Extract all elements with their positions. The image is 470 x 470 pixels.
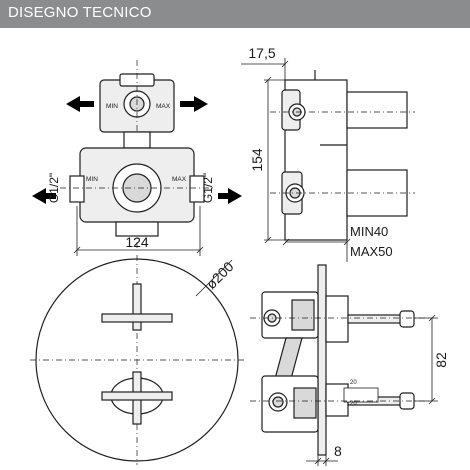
scale-small-1: 20 <box>350 380 357 386</box>
min-depth-text: MIN40 <box>350 224 388 239</box>
side-view-valve <box>270 70 415 241</box>
min-label-bottom: MIN <box>86 176 98 183</box>
handle-spacing-dimension <box>414 314 438 405</box>
width-dim-text: 124 <box>125 234 149 250</box>
min-label-top: MIN <box>106 103 118 110</box>
port-left-label: G1/2" <box>47 173 61 203</box>
diameter-leader <box>195 259 233 297</box>
diameter-text: ø200 <box>203 258 237 292</box>
max-label-top: MAX <box>156 103 171 110</box>
arrow-right-outlet-icon <box>180 96 208 112</box>
plate-thickness-dimension <box>306 455 338 466</box>
flow-arrows <box>32 96 242 204</box>
height-dim-text: 154 <box>249 148 265 172</box>
spacing-dim-text: 82 <box>433 352 449 368</box>
max-label-bottom: MAX <box>172 176 187 183</box>
width-dimension <box>73 206 204 256</box>
arrow-left-outlet-icon <box>66 96 94 112</box>
depth-dim-text: 17,5 <box>248 45 275 61</box>
scale-small-2: 20 <box>350 401 357 407</box>
plate-dim-text: 8 <box>334 443 342 459</box>
height-dimension <box>264 76 285 244</box>
arrow-left-inlet-icon <box>32 188 56 204</box>
port-right-label: G1/2" <box>201 173 215 203</box>
max-depth-text: MAX50 <box>350 244 393 259</box>
arrow-right-inlet-icon <box>218 188 242 204</box>
header-bar: DISEGNO TECNICO <box>0 0 470 28</box>
assembly-section-view <box>250 264 430 456</box>
page-title: DISEGNO TECNICO <box>8 4 152 21</box>
top-view-valve <box>60 60 215 250</box>
front-view-plate <box>30 255 245 465</box>
depth-top-dimension <box>241 58 289 80</box>
min-max-depth-dimension <box>282 222 351 262</box>
